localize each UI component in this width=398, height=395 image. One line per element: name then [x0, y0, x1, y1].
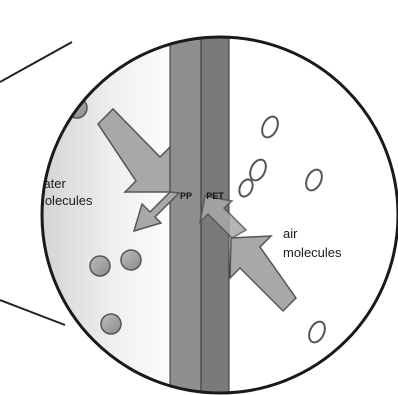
water-molecule: [101, 314, 121, 334]
magnified-view: PP PET water molecules air molecules: [30, 0, 398, 395]
pp-label: PP: [180, 191, 192, 201]
water-molecule: [121, 250, 141, 270]
water-molecule: [90, 256, 110, 276]
water-label-line1: water: [33, 176, 66, 191]
zoom-line-top: [0, 42, 72, 82]
pet-label: PET: [206, 191, 224, 201]
air-label-line1: air: [283, 226, 298, 241]
air-label-line2: molecules: [283, 245, 342, 260]
zoom-line-bottom: [0, 300, 65, 325]
